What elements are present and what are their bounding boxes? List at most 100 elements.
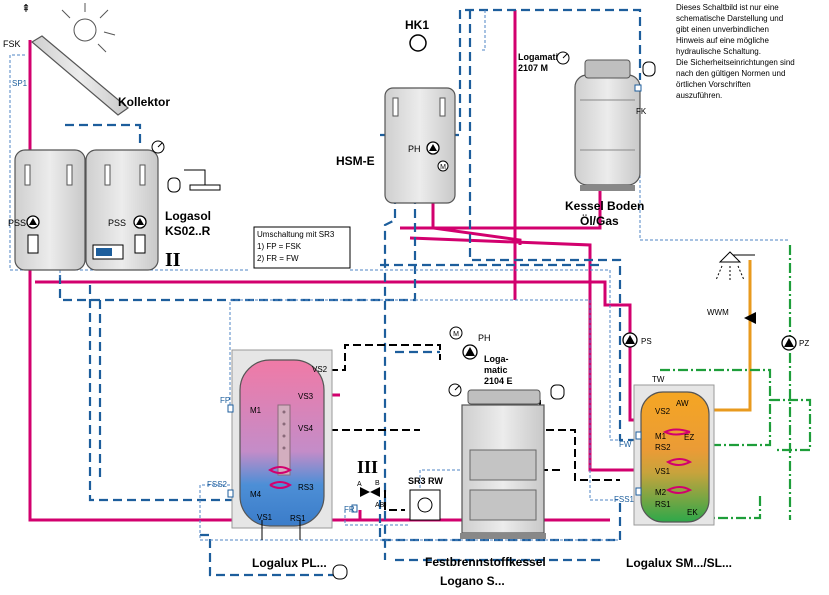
- tw-label: TW: [652, 375, 665, 384]
- valve-a-label: A: [357, 481, 362, 488]
- boiler-housing: [574, 74, 641, 186]
- sr3-label: SR3 RW: [408, 476, 443, 486]
- hsm-housing: [384, 87, 456, 204]
- pump-icon: [426, 141, 440, 155]
- fss2-label: FSS2: [207, 480, 228, 489]
- fsk-label: FSK: [3, 39, 21, 49]
- pump-icon: [781, 335, 797, 351]
- ek-label: EK: [687, 508, 698, 517]
- kollektor-label: Kollektor: [118, 95, 170, 109]
- note-line: schematische Darstellung und: [676, 14, 783, 23]
- floor-boiler: Logamatic 2107 M FK Kessel Boden Öl/Gas: [518, 51, 656, 228]
- air-vent-icon: ⇞: [21, 3, 30, 15]
- switching-note: Umschaltung mit SR3 1) FP = FSK 2) FR = …: [253, 226, 351, 269]
- m2-sm: M2: [655, 488, 667, 497]
- logasol-station: PSS PSS Logasol KS02..R II: [8, 140, 221, 271]
- note-line: Hinweis auf eine mögliche: [676, 36, 769, 45]
- roman-ii: II: [165, 249, 181, 271]
- gauge-icon: [556, 51, 570, 65]
- hsm-label: HSM-E: [336, 154, 375, 168]
- collection-tank-icon: [189, 184, 221, 191]
- pss-label-right: PSS: [108, 218, 126, 228]
- mixer-motor-icon: M: [449, 326, 463, 340]
- ps-label: PS: [641, 337, 652, 346]
- sp1-label: SP1: [12, 79, 28, 88]
- gauge-icon: [151, 140, 165, 154]
- fw-label: FW: [619, 440, 632, 449]
- aw-label: AW: [676, 399, 689, 408]
- logamatic-2104-label-3: 2104 E: [484, 376, 513, 386]
- radiator-icon: [409, 34, 427, 52]
- rs1-pl: RS1: [290, 514, 306, 523]
- pipe-network: [9, 8, 812, 577]
- umschaltung-line-1: Umschaltung mit SR3: [257, 230, 335, 239]
- logamatic-2104-panel: [467, 389, 541, 405]
- m1-sm: M1: [655, 432, 667, 441]
- fk-sensor: [634, 84, 642, 92]
- pz-label: PZ: [799, 339, 809, 348]
- ez-label: EZ: [684, 433, 694, 442]
- heating-circuit-hk1: HK1 M PH HSM-E: [336, 18, 456, 204]
- sr3-controller: [409, 489, 441, 521]
- expansion-vessel-icon: [550, 384, 565, 400]
- disclaimer-note: Dieses Schaltbild ist nur eine schematis…: [676, 3, 795, 100]
- hk1-label: HK1: [405, 18, 429, 32]
- vs2-pl: VS2: [312, 365, 328, 374]
- vs1-pl: VS1: [257, 513, 273, 522]
- solar-collector: ⇞ FSK SP1 Kollektor: [3, 3, 170, 116]
- mixer-motor-icon: M: [437, 160, 449, 172]
- expansion-vessel-icon: [642, 61, 656, 77]
- logasol-label-1: Logasol: [165, 209, 211, 223]
- logalux-sm-label: Logalux SM.../SL...: [626, 556, 732, 570]
- ph-label-hsm: PH: [408, 144, 421, 154]
- sun-icon: [61, 3, 116, 53]
- kessel-label-2: Öl/Gas: [580, 213, 619, 228]
- festbrenn-label-1: Festbrennstoffkessel: [425, 555, 546, 569]
- note-line: örtlichen Vorschriften: [676, 80, 751, 89]
- logamatic-2104-label-1: Loga-: [484, 354, 509, 364]
- svg-text:M: M: [453, 331, 459, 338]
- fss1-label: FSS1: [614, 495, 635, 504]
- expansion-vessel-icon: [167, 177, 181, 193]
- gauge-icon: [448, 383, 462, 397]
- note-line: nach den gültigen Normen und: [676, 69, 785, 78]
- logalux-pl-label: Logalux PL...: [252, 556, 327, 570]
- fk-label: FK: [636, 107, 647, 116]
- m1-pl: M1: [250, 406, 262, 415]
- svg-text:M: M: [440, 164, 446, 171]
- note-line: auszuführen.: [676, 91, 722, 100]
- note-line: gibt einen unverbindlichen: [676, 25, 769, 34]
- umschaltung-line-2: 1) FP = FSK: [257, 242, 302, 251]
- vs3-pl: VS3: [298, 392, 314, 401]
- kessel-label-1: Kessel Boden: [565, 199, 644, 213]
- valve-icon: [744, 312, 756, 324]
- domestic-hot-water: WWM PZ PS: [622, 251, 809, 351]
- umschaltung-line-3: 2) FR = FW: [257, 254, 299, 263]
- festbrenn-label-2: Logano S...: [440, 574, 505, 588]
- note-line: Dieses Schaltbild ist nur eine: [676, 3, 779, 12]
- vs4-pl: VS4: [298, 424, 314, 433]
- logalux-sm-tank: TW AW VS2 M1 RS2 EZ VS1 M2 RS1 EK FW FSS…: [614, 375, 732, 570]
- logamatic-2107-label-2: 2107 M: [518, 63, 548, 73]
- shower-icon: [715, 251, 755, 282]
- expansion-vessel-icon: [332, 564, 348, 580]
- roman-iii: III: [357, 457, 378, 477]
- note-line: hydraulische Schaltung.: [676, 47, 761, 56]
- logasol-label-2: KS02..R: [165, 224, 211, 238]
- m4-pl: M4: [250, 490, 262, 499]
- logamatic-2104-label-2: matic: [484, 365, 508, 375]
- logamatic-2107-label-1: Logamatic: [518, 52, 563, 62]
- valve-ab-label: AB: [375, 502, 385, 509]
- rs2-sm: RS2: [655, 443, 671, 452]
- collector-panel: [30, 35, 129, 116]
- rs1-sm: RS1: [655, 500, 671, 509]
- pump-icon: [133, 215, 147, 229]
- note-line: Die Sicherheitseinrichtungen sind: [676, 58, 795, 67]
- pss-label-left: PSS: [8, 218, 26, 228]
- ph-label-fest: PH: [478, 333, 491, 343]
- sm-tank-vessel: [640, 391, 710, 523]
- pump-icon: [622, 332, 638, 348]
- fr-label: FR: [344, 505, 355, 514]
- rs3-pl: RS3: [298, 483, 314, 492]
